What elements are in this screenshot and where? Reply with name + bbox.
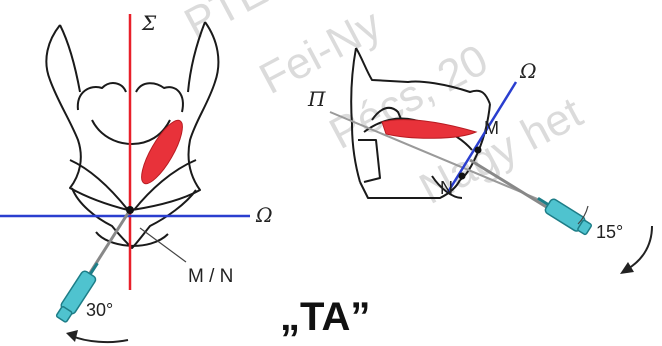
- rotation-arrow-right: [626, 226, 652, 270]
- arytenoid-right: [136, 83, 183, 112]
- inner-fold-left: [70, 160, 128, 210]
- left-larynx-view: [46, 22, 218, 248]
- angle-label-left: 30°: [86, 300, 113, 320]
- n-label: N: [440, 178, 453, 198]
- rotation-arrow-left: [72, 336, 128, 342]
- rotation-arrowhead-right: [620, 262, 634, 274]
- left-wing-inner: [60, 25, 80, 92]
- point-m: [475, 147, 482, 154]
- left-muscle: [134, 115, 189, 188]
- caption: „TA”: [280, 295, 370, 339]
- point-n: [459, 173, 466, 180]
- angle-label-right: 15°: [596, 222, 623, 242]
- watermark-text-1: PTE: [177, 0, 276, 49]
- omega-label-left: Ω: [255, 203, 273, 227]
- arytenoid-left: [78, 83, 126, 110]
- m-label: M: [484, 118, 499, 138]
- watermark: PTE Fei-Ny Pécs, 20 Nagy het: [177, 0, 590, 214]
- sigma-label: Σ: [141, 11, 157, 35]
- omega-label-right: Ω: [519, 59, 537, 83]
- left-thyroid-wing: [46, 25, 128, 210]
- mn-label: M / N: [188, 266, 233, 287]
- pi-label: Π: [307, 87, 326, 111]
- right-muscle: [382, 120, 476, 139]
- rotation-arrowhead-left: [66, 330, 78, 342]
- syringe-right: [534, 191, 593, 236]
- point-mn: [126, 206, 134, 214]
